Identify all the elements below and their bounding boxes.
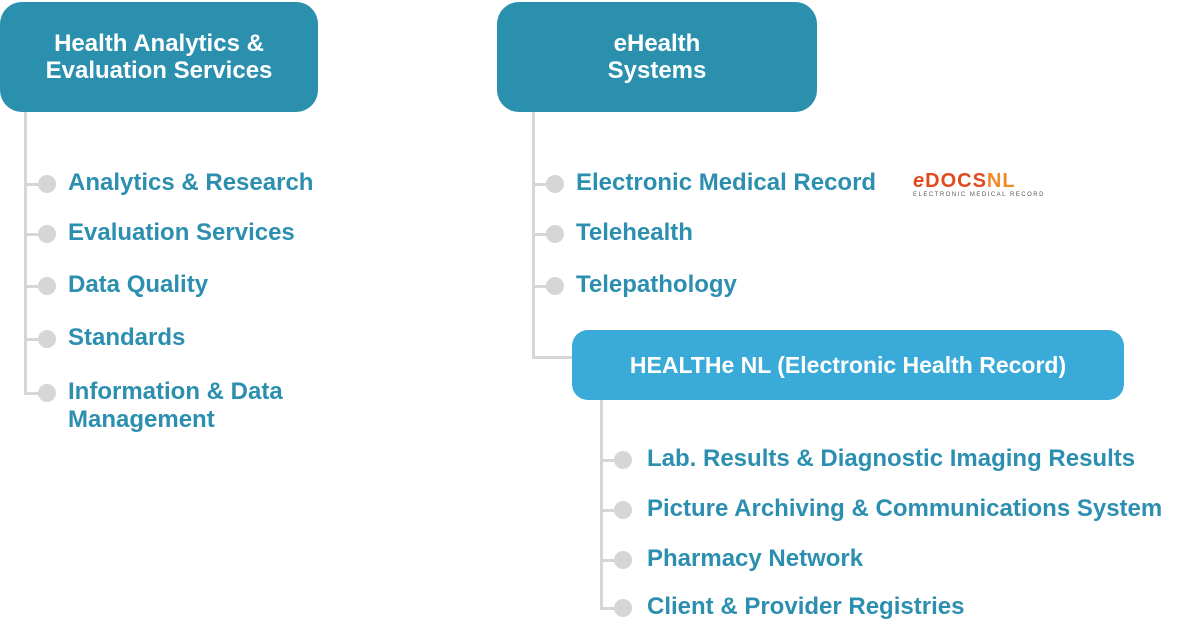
electronic-medical-record-label: Electronic Medical Record xyxy=(576,169,877,196)
telepathology-label: Telepathology xyxy=(576,271,737,298)
client-provider-label: Client & Provider Registries xyxy=(647,593,965,620)
sub-box-connector xyxy=(532,356,574,359)
bullet-dot xyxy=(546,225,564,243)
bullet-dot xyxy=(614,551,632,569)
pacs-label: Picture Archiving & Communications Syste… xyxy=(647,495,1163,522)
bullet-dot xyxy=(38,175,56,193)
information-data-label: Information & Data xyxy=(68,378,283,405)
bullet-dot xyxy=(38,330,56,348)
edocsnl-logo: eDOCSNL ELECTRONIC MEDICAL RECORD xyxy=(913,171,1045,199)
data-quality-label: Data Quality xyxy=(68,271,209,298)
logo-nl: NL xyxy=(986,170,1016,192)
management-label: Management xyxy=(68,406,215,433)
healthe-nl-box: HEALTHe NL (Electronic Health Record) xyxy=(572,330,1124,400)
bullet-dot xyxy=(614,501,632,519)
pharmacy-network-label: Pharmacy Network xyxy=(647,545,864,572)
bullet-dot xyxy=(546,277,564,295)
lab-results-label: Lab. Results & Diagnostic Imaging Result… xyxy=(647,445,1136,472)
sub-tree-line xyxy=(600,400,603,610)
healthe-nl-title: HEALTHe NL (Electronic Health Record) xyxy=(629,351,1067,378)
analytics-research-label: Analytics & Research xyxy=(68,169,314,196)
health-analytics-box: Health Analytics & Evaluation Services xyxy=(0,2,318,112)
evaluation-services-label: Evaluation Services xyxy=(68,219,295,246)
bullet-dot xyxy=(38,384,56,402)
logo-docs: DOCS xyxy=(925,170,987,192)
bullet-dot xyxy=(614,451,632,469)
bullet-dot xyxy=(38,225,56,243)
logo-e: e xyxy=(913,170,926,192)
bullet-dot xyxy=(38,277,56,295)
logo-tagline: ELECTRONIC MEDICAL RECORD xyxy=(913,192,1045,198)
health-analytics-title-line1: Health Analytics & xyxy=(54,30,264,57)
telehealth-label: Telehealth xyxy=(576,219,693,246)
left-tree-line xyxy=(24,112,27,395)
ehealth-title-line1: eHealth xyxy=(613,30,701,57)
ehealth-systems-box: eHealth Systems xyxy=(497,2,817,112)
health-analytics-title-line2: Evaluation Services xyxy=(45,57,273,84)
standards-label: Standards xyxy=(68,324,186,351)
ehealth-title-line2: Systems xyxy=(607,57,707,84)
bullet-dot xyxy=(546,175,564,193)
bullet-dot xyxy=(614,599,632,617)
